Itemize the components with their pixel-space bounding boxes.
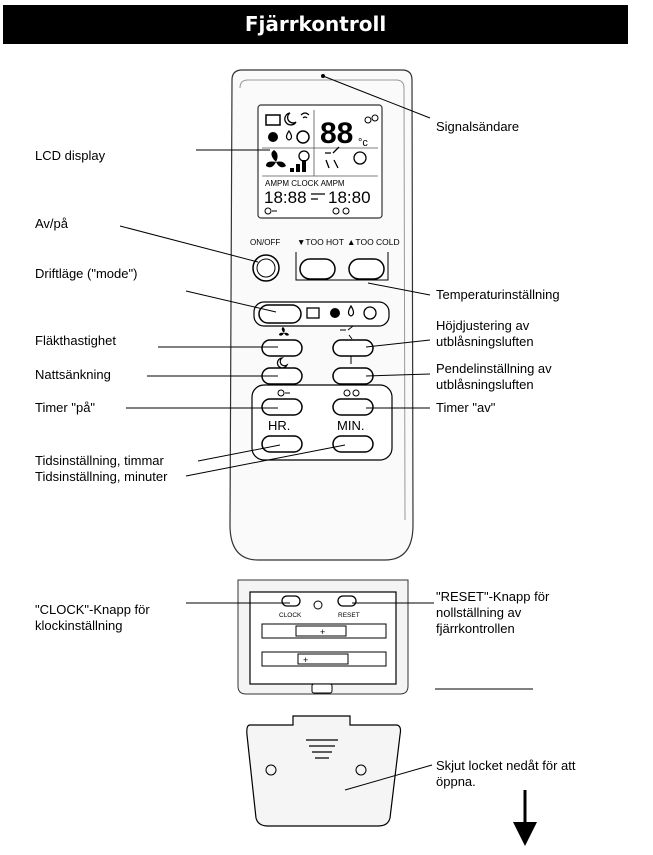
lcd-temperature: 88 [320,117,353,150]
label-vertical: Höjdjustering av utblåsningsluften [436,318,534,350]
lcd-ampm-label: AMPM CLOCK AMPM [265,179,345,188]
cycle-icon [306,307,320,319]
label-clock: "CLOCK"-Knapp för klockinställning [35,602,150,634]
drop-icon [285,129,293,141]
clock-label: CLOCK [279,612,302,619]
sun-icon [296,130,310,144]
battery-icon: + + [261,623,387,667]
timer-on-icon [277,389,290,397]
label-slide-line2: öppna. [436,774,476,789]
lcd-time-left: 18:88 [264,188,307,207]
label-clock-line2: klockinställning [35,618,123,633]
fan-row [261,325,374,385]
label-clock-line1: "CLOCK"-Knapp för [35,602,150,617]
signal-icon [300,112,310,119]
label-slide: Skjut locket nedåt för att öppna. [436,758,575,790]
clock-button[interactable] [281,595,301,607]
label-vertical-line2: utblåsningsluften [436,334,534,349]
reset-label: RESET [338,612,360,619]
temp-up-button[interactable] [348,258,385,280]
label-signal: Signalsändare [436,119,520,134]
label-min: Tidsinställning, minuter [35,469,168,484]
label-reset-line2: nollställning av [436,605,522,620]
mode-strip [253,301,390,327]
too-hot-label: ▼TOO HOT [297,237,344,247]
timer-on-icon [264,207,277,215]
label-timer-on: Timer "på" [35,400,96,415]
on-off-section: ON/OFF ▼TOO HOT ▲TOO COLD [250,237,400,282]
reset-button[interactable] [337,595,357,607]
hr-label: HR. [268,418,290,433]
fan-icon [279,327,289,336]
label-hr: Tidsinställning, timmar [35,453,164,468]
arrow-down-icon [513,790,537,846]
arrow-swap-icon [311,193,325,200]
temp-down-button[interactable] [299,258,336,280]
sensor-icon [313,600,323,610]
fan-speed-button[interactable] [261,339,303,357]
person-icon [364,114,379,124]
label-fan: Fläkthastighet [35,333,116,348]
label-onoff: Av/på [35,216,69,231]
timer-off-icon [332,207,350,215]
min-button[interactable] [332,435,374,453]
timer-block: HR. MIN. [251,384,393,461]
label-reset: "RESET"-Knapp för nollställning av fjärr… [436,589,549,637]
label-swing: Pendelinställning av utblåsningsluften [436,361,552,393]
swing-icon [353,151,367,165]
svg-text:+: + [303,655,308,665]
sun-icon [363,306,377,320]
label-timer-off: Timer "av" [436,400,496,415]
fan-icon [266,150,286,168]
cycle-icon [265,114,281,126]
louver-icon [340,325,354,340]
label-lcd: LCD display [35,148,106,163]
label-reset-line3: fjärrkontrollen [436,621,515,636]
lcd-display: 88 °c AMPM CLOCK AMPM 18:88 18:80 [257,104,383,219]
label-night: Nattsänkning [35,367,111,382]
lcd-unit: °c [358,137,368,149]
leader-lines [119,75,533,791]
louver-icon [325,146,340,169]
label-swing-line2: utblåsningsluften [436,377,534,392]
battery-cover [246,715,402,827]
moon-icon [276,357,289,369]
mode-button[interactable] [258,304,302,324]
swirl-icon [298,150,310,162]
svg-text:+: + [320,627,325,637]
min-label: MIN. [337,418,364,433]
label-slide-line1: Skjut locket nedåt för att [436,758,576,773]
timer-off-icon [343,389,360,397]
label-reset-line1: "RESET"-Knapp för [436,589,550,604]
too-cold-label: ▲TOO COLD [347,237,400,247]
drop-icon [347,304,355,317]
swing-icon [343,355,352,364]
timer-off-button[interactable] [332,398,374,416]
page-title: Fjärrkontroll [3,5,628,44]
fan-speed-bars [290,160,306,172]
label-swing-line1: Pendelinställning av [436,361,552,376]
label-mode: Driftläge ("mode") [35,266,138,281]
fan-mode-icon [268,132,278,142]
hr-button[interactable] [261,435,303,453]
moon-icon [284,112,297,126]
remote-back: CLOCK RESET + + [237,579,409,695]
vertical-air-button[interactable] [332,339,374,357]
label-vertical-line1: Höjdjustering av [436,318,530,333]
on-off-label: ON/OFF [250,238,280,247]
lcd-time-right: 18:80 [328,188,371,207]
label-temp: Temperaturinställning [436,287,560,302]
fan-mode-icon [330,308,340,318]
timer-on-button[interactable] [261,398,303,416]
